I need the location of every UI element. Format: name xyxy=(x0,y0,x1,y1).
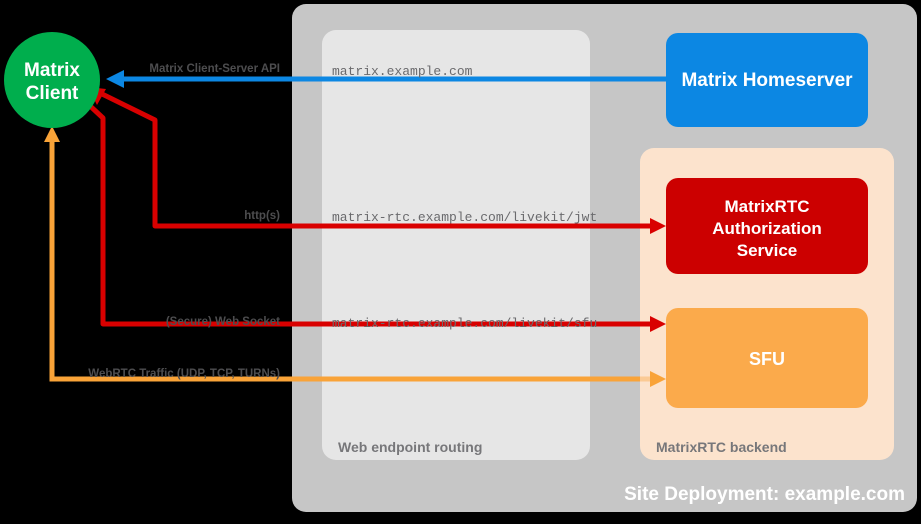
web-endpoint-routing-label: Web endpoint routing xyxy=(338,439,482,455)
node-matrixrtc-authorization-service[interactable]: MatrixRTC Authorization Service xyxy=(666,178,868,274)
matrix-client-label-line1: Matrix xyxy=(24,60,80,81)
node-matrix-client[interactable]: Matrix Client xyxy=(4,32,100,128)
sfu-label: SFU xyxy=(749,349,785,369)
matrix-homeserver-label: Matrix Homeserver xyxy=(681,70,853,91)
node-sfu[interactable]: SFU xyxy=(666,308,868,408)
site-deployment-label: Site Deployment: example.com xyxy=(624,484,905,505)
route-label-livekit-jwt: matrix-rtc.example.com/livekit/jwt xyxy=(332,210,597,225)
edge-label-https: http(s) xyxy=(244,210,280,222)
edge-matrix-client-server-api xyxy=(106,70,666,88)
route-label-livekit-sfu: matrix-rtc.example.com/livekit/sfu xyxy=(332,316,597,331)
node-matrix-homeserver[interactable]: Matrix Homeserver xyxy=(666,33,868,127)
auth-service-label-line2: Authorization xyxy=(712,219,822,238)
route-label-matrix-example-com: matrix.example.com xyxy=(332,64,473,79)
matrix-client-label-line2: Client xyxy=(26,83,79,104)
edge-label-secure-web-socket: (Secure) Web Socket xyxy=(166,316,280,328)
edge-webrtc-traffic xyxy=(44,126,666,387)
matrixrtc-backend-label: MatrixRTC backend xyxy=(656,439,787,455)
web-endpoint-routing-box xyxy=(322,30,590,460)
auth-service-label-line3: Service xyxy=(737,241,798,260)
edge-label-matrix-client-server-api: Matrix Client-Server API xyxy=(149,63,280,75)
auth-service-label-line1: MatrixRTC xyxy=(724,197,809,216)
edge-label-webrtc-traffic: WebRTC Traffic (UDP, TCP, TURNs) xyxy=(88,368,280,380)
